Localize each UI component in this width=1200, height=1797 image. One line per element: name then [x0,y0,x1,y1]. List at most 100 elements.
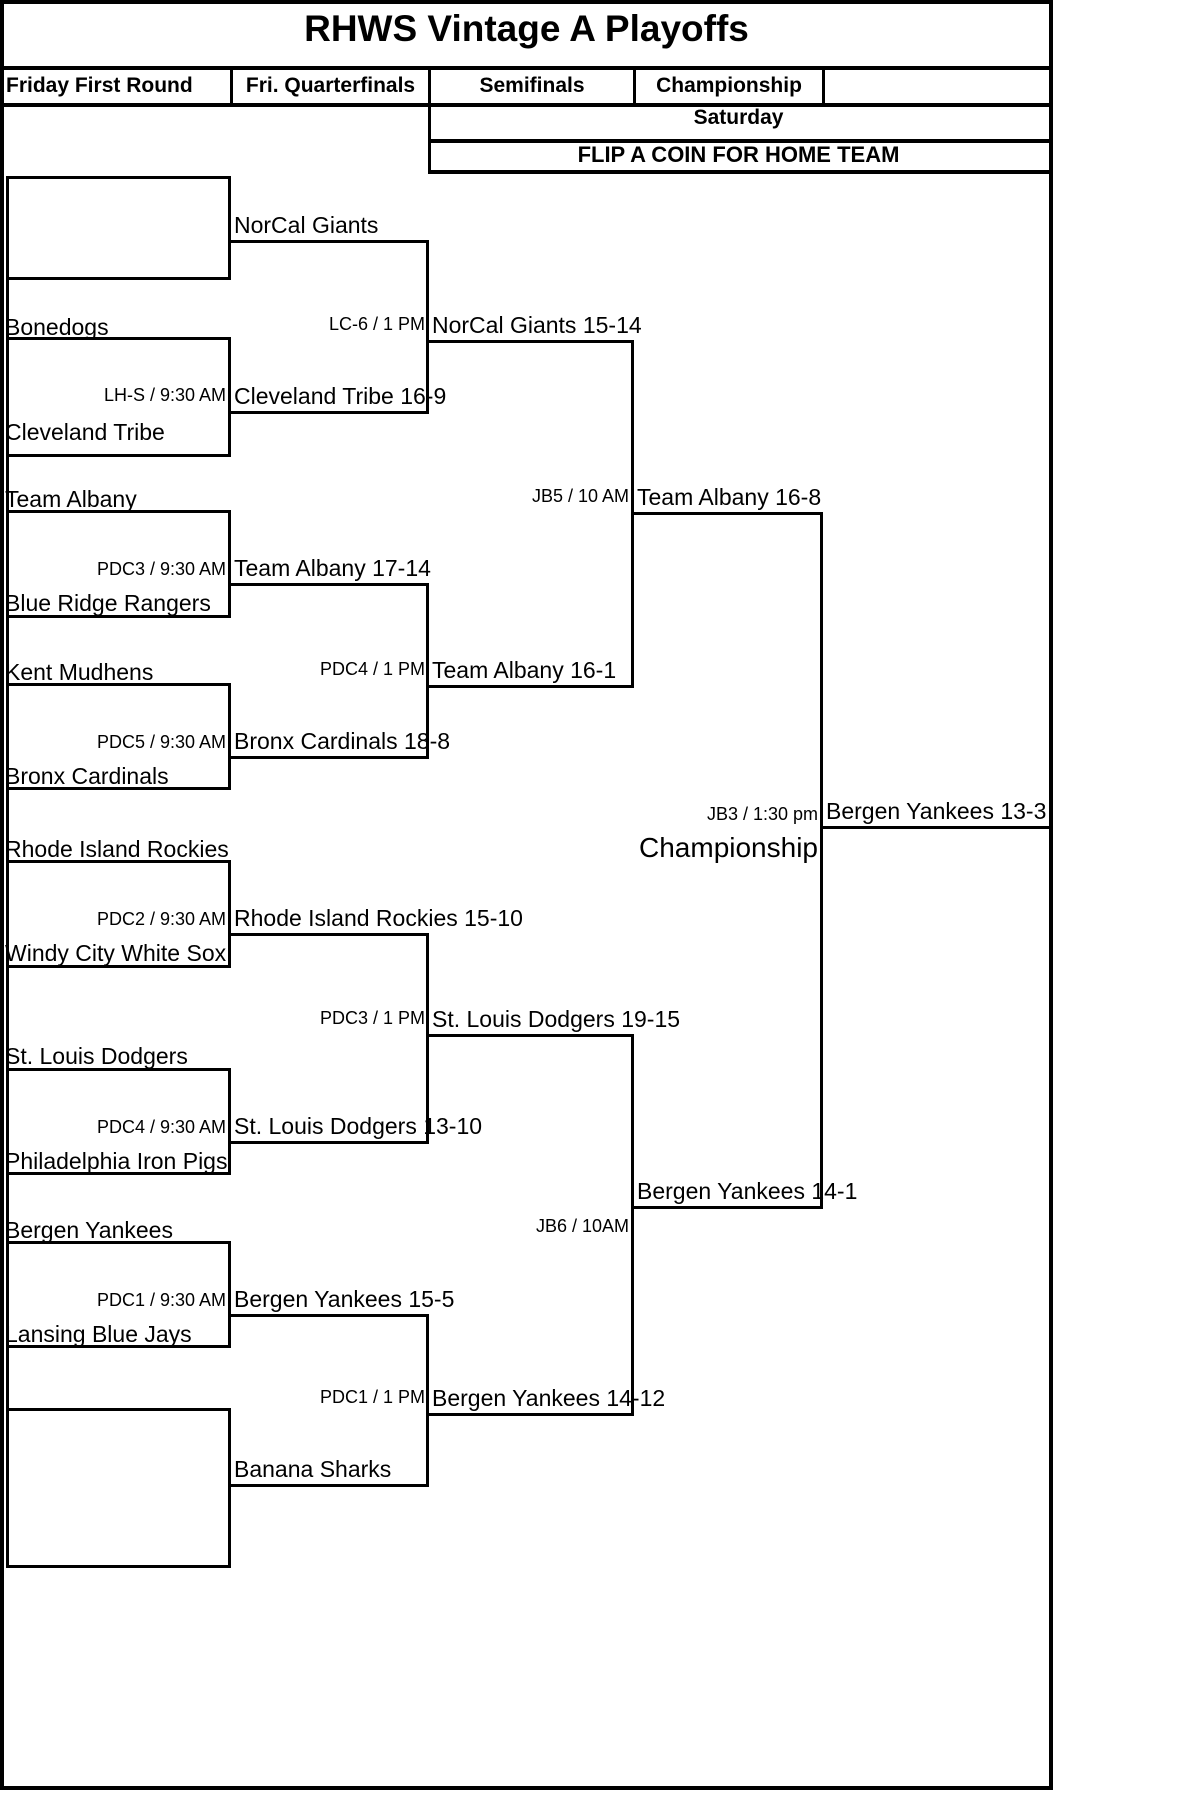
r1-slot4-box-bottom [6,787,231,790]
qf3-game: PDC3 / 1 PM [319,1008,425,1028]
r1-slot1-winner-rule [230,240,428,243]
flip-box-bottom [428,170,1053,174]
r1-slot5-winner: Rhode Island Rockies 15-10 [234,905,523,931]
flip-a-coin-note: FLIP A COIN FOR HOME TEAM [577,142,900,167]
r1-slot8-box-right [228,1408,231,1568]
r1-slot1-box-right [228,176,231,280]
r1-slot5-team-top: Rhode Island Rockies [5,836,229,862]
r1-slot6-box-bottom [6,1172,231,1175]
sf2-winner-rule [633,1206,822,1209]
r1-slot8-box-bottom [6,1565,231,1568]
r1-slot8-winner-rule [230,1484,428,1487]
r1-slot3-box-bottom [6,615,231,618]
r1-slot3-winner: Team Albany 17-14 [234,555,431,581]
r1-slot6-winner-rule [230,1141,428,1144]
r1-slot1-winner: NorCal Giants [234,212,379,238]
final-winner: Bergen Yankees 13-3 [826,798,1047,824]
r1-slot2-box-bottom [6,454,231,457]
qf1-winner-rule [428,340,633,343]
saturday-label: Saturday [693,106,784,129]
qf1-connector [426,240,429,414]
sf1-winner: Team Albany 16-8 [637,484,822,510]
qf2-winner: Team Albany 16-1 [432,657,617,683]
qf2-game: PDC4 / 1 PM [319,659,425,679]
r1-slot1-box-bottom [6,277,231,280]
r1-slot7-winner: Bergen Yankees 15-5 [234,1286,455,1312]
r1-slot3-winner-rule [230,583,428,586]
r1-slot2-box-left [6,280,9,457]
r1-slot7-box-left [6,1175,9,1348]
qf4-game: PDC1 / 1 PM [319,1387,425,1407]
qf2-winner-rule [428,685,633,688]
r1-slot7-winner-rule [230,1314,428,1317]
header-fri-quarterfinals: Fri. Quarterfinals [245,74,416,97]
r1-slot3-box-left [6,457,9,618]
header-friday-first-round: Friday First Round [6,74,193,97]
r1-slot6-box-left [6,968,9,1175]
r1-slot8-box-left [6,1348,9,1568]
r1-slot5-team-bottom: Windy City White Sox [5,940,227,966]
flip-box-top [428,139,1053,143]
r1-slot7-game: PDC1 / 9:30 AM [96,1290,226,1310]
r1-slot2-winner-rule [230,411,428,414]
header-top-rule [4,66,1049,70]
page-title: RHWS Vintage A Playoffs [304,8,749,49]
sf1-winner-rule [633,512,822,515]
r1-slot5-box-bottom [6,965,231,968]
header-divider-2 [428,68,431,104]
qf1-winner: NorCal Giants 15-14 [432,312,642,338]
r1-slot4-winner: Bronx Cardinals 18-8 [234,728,451,754]
r1-slot7-team-top: Bergen Yankees [5,1217,173,1243]
header-divider-3 [633,68,636,104]
qf1-game: LC-6 / 1 PM [328,314,425,334]
r1-slot3-team-bottom: Blue Ridge Rangers [5,590,211,616]
saturday-box-left-edge [428,104,431,173]
r1-slot7-team-bottom: Lansing Blue Jays [5,1321,192,1347]
header-championship: Championship [656,74,802,97]
header-divider-4 [822,68,825,104]
r1-slot3-team-top: Team Albany [5,486,137,512]
r1-slot6-team-bottom: Philadelphia Iron Pigs [5,1148,228,1174]
qf3-winner: St. Louis Dodgers 19-15 [432,1006,681,1032]
outer-frame [0,0,1053,1790]
qf3-winner-rule [428,1034,633,1037]
r1-slot6-game: PDC4 / 9:30 AM [96,1117,226,1137]
r1-slot1-box-top [6,176,231,179]
r1-slot7-box-bottom [6,1345,231,1348]
header-divider-1 [230,68,233,104]
r1-slot3-game: PDC3 / 9:30 AM [96,559,226,579]
final-winner-rule [822,826,1053,829]
qf4-winner: Bergen Yankees 14-12 [432,1385,666,1411]
qf4-connector [426,1314,429,1487]
r1-slot4-winner-rule [230,756,428,759]
r1-slot6-box-right [228,1068,231,1175]
r1-slot5-game: PDC2 / 9:30 AM [96,909,226,929]
r1-slot2-game: LH-S / 9:30 AM [103,385,226,405]
r1-slot2-team-top: Bonedogs [5,314,109,340]
r1-slot2-box-top [6,337,231,340]
qf2-connector [426,583,429,759]
final-game: JB3 / 1:30 pm [706,804,818,824]
r1-slot7-box-right [228,1241,231,1348]
sf1-connector [631,340,634,688]
qf3-connector [426,933,429,1144]
final-label: Championship [639,832,818,863]
r1-slot2-winner: Cleveland Tribe 16-9 [234,383,447,409]
r1-slot2-team-bottom: Cleveland Tribe [5,419,165,445]
r1-slot4-box-right [228,683,231,790]
r1-slot8-winner: Banana Sharks [234,1456,392,1482]
r1-slot4-team-bottom: Bronx Cardinals [5,763,169,789]
sf2-connector [631,1034,634,1416]
r1-slot5-winner-rule [230,933,428,936]
r1-slot6-team-top: St. Louis Dodgers [5,1043,188,1069]
r1-slot3-box-right [228,510,231,618]
final-connector [820,512,823,1209]
qf4-winner-rule [428,1413,633,1416]
sf2-winner: Bergen Yankees 14-1 [637,1178,858,1204]
r1-slot2-box-right [228,337,231,457]
r1-slot4-game: PDC5 / 9:30 AM [96,732,226,752]
r1-slot1-box-left [6,176,9,280]
r1-slot4-team-top: Kent Mudhens [5,659,154,685]
r1-slot8-box-top [6,1408,231,1411]
r1-slot7-box-top [6,1241,231,1244]
